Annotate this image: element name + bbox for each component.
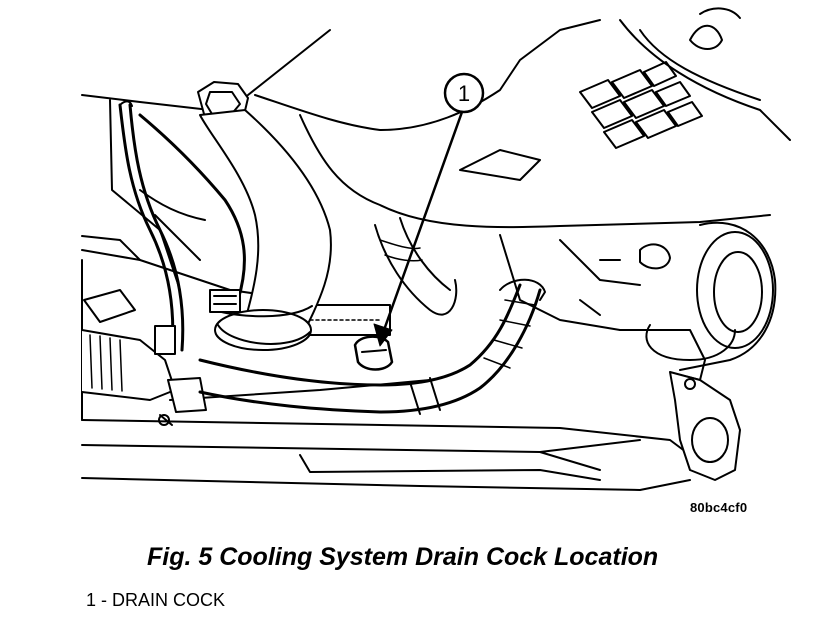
callout-leader [373,110,464,347]
mounting-bracket [669,371,741,481]
radiator-cap [197,29,331,123]
frame-rails [81,419,691,491]
figure-caption: Fig. 5 Cooling System Drain Cock Locatio… [147,543,659,571]
upper-hose [138,109,332,351]
transmission-mount [499,221,777,381]
callout-number: 1 [458,81,470,106]
legend-item: 1 - DRAIN COCK [86,590,226,610]
lower-hose [198,278,546,415]
wiring-harness [118,100,206,352]
hose-clamp [209,289,241,313]
center-hose [374,217,458,316]
drain-cock [353,335,394,371]
engine-housing [254,7,791,229]
callout-bubble: 1 [443,72,485,114]
figure-code: 80bc4cf0 [690,500,748,515]
engine-bay-illustration: 1 [81,7,791,491]
hose-fitting [81,289,207,426]
